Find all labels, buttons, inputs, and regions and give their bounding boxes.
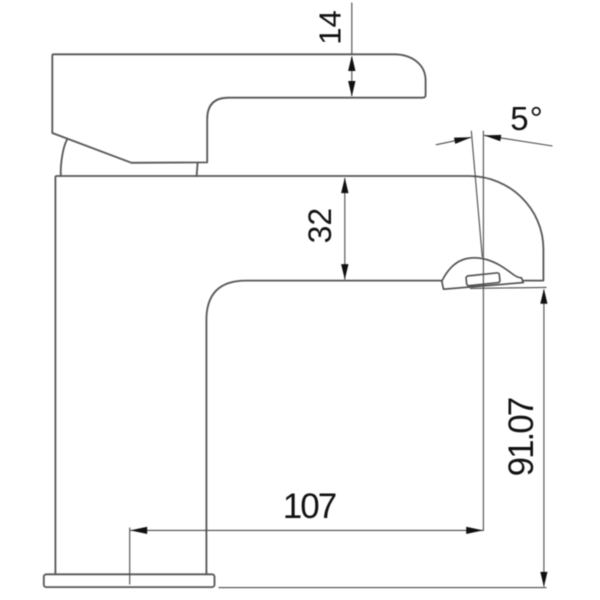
svg-text:14: 14: [312, 10, 347, 44]
svg-text:91.07: 91.07: [502, 398, 541, 476]
svg-text:32: 32: [302, 208, 338, 244]
svg-text:5°: 5°: [510, 100, 544, 137]
svg-text:107: 107: [283, 487, 336, 526]
